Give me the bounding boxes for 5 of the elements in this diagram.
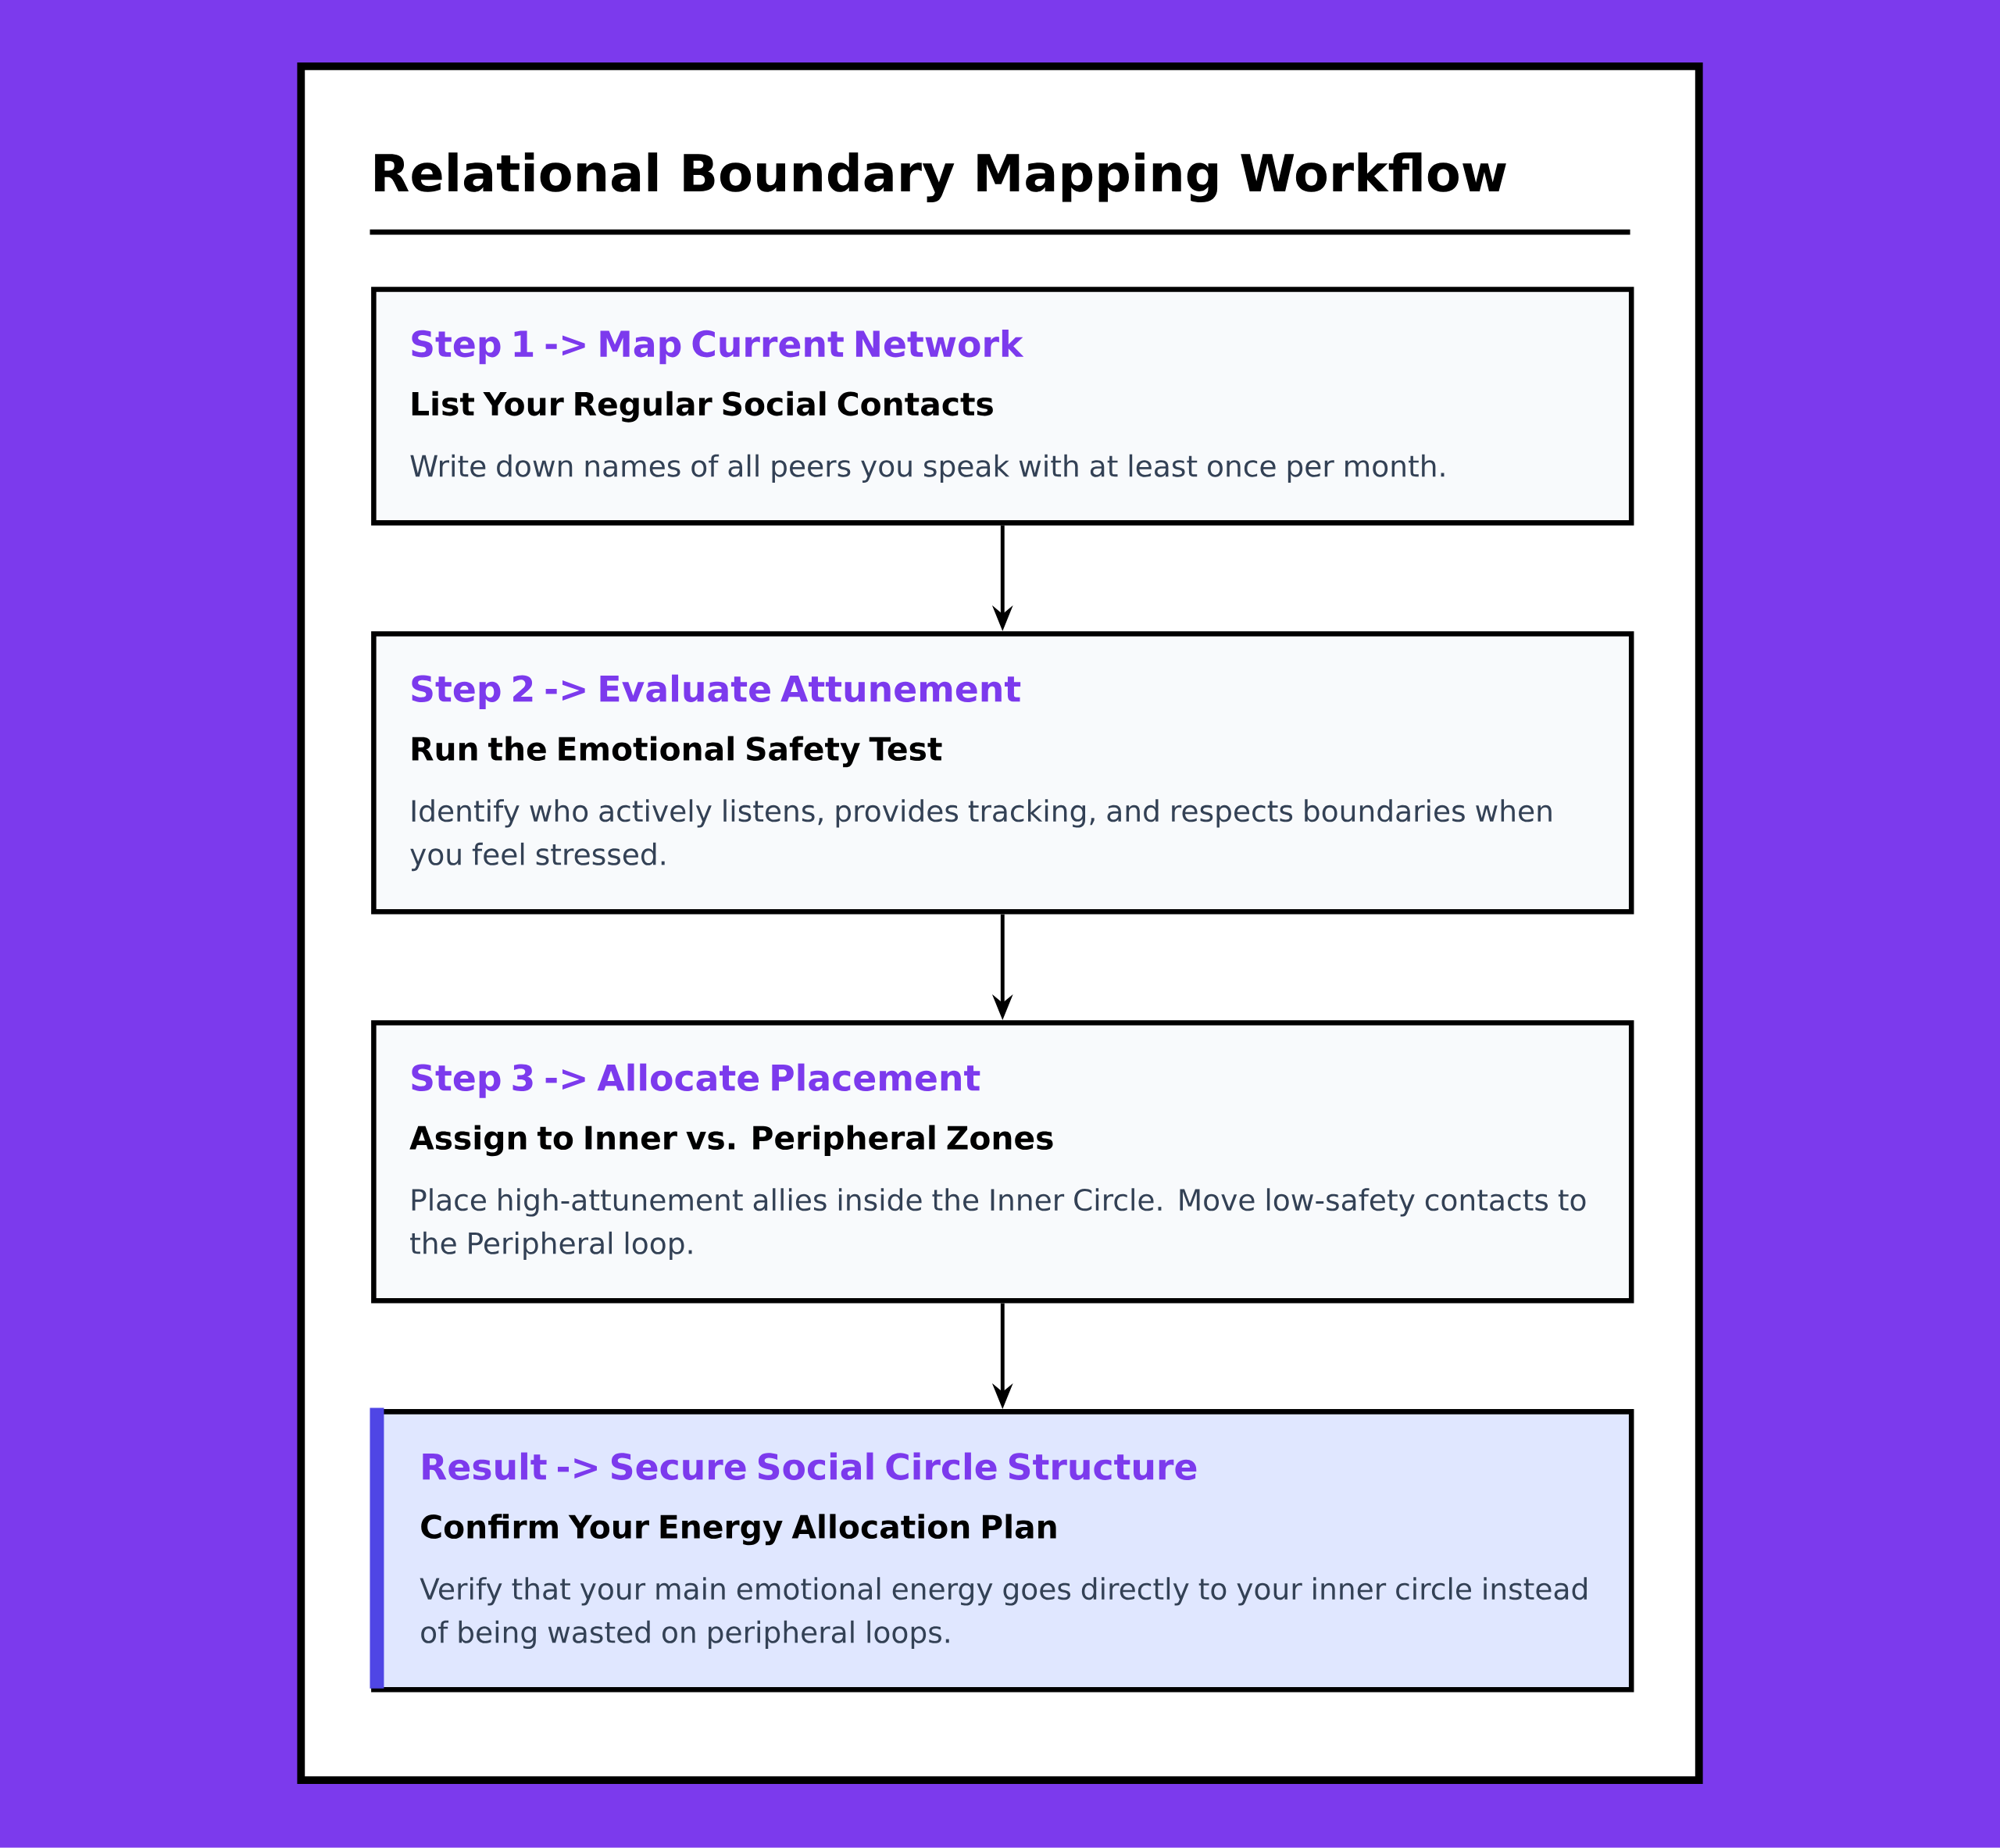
step-box: Step 2 -> Evaluate Attunement Run the Emotional Safety Test Identify who actively listens, provides tracking, and respects boundaries when you feel stressed. — [371, 631, 1634, 915]
result-box: Result -> Secure Social Circle Structure Confirm Your Energy Allocation Plan Verify that your main emotional energy goes directly to your inner circle instead of being wasted on peripheral loops. — [370, 1407, 1634, 1693]
step-box: Step 1 -> Map Current Network List Your Regular Social Contacts Write down names of all peers you speak with at least once per month. — [371, 287, 1634, 526]
title: Relational Boundary Mapping Workflow — [375, 152, 1506, 203]
step-box: Step 3 -> Allocate Placement Assign to Inner vs. Peripheral Zones Place high-attunement allies inside the Inner Circle. Move low-safety contacts to the Peripheral loop. — [371, 1020, 1634, 1304]
